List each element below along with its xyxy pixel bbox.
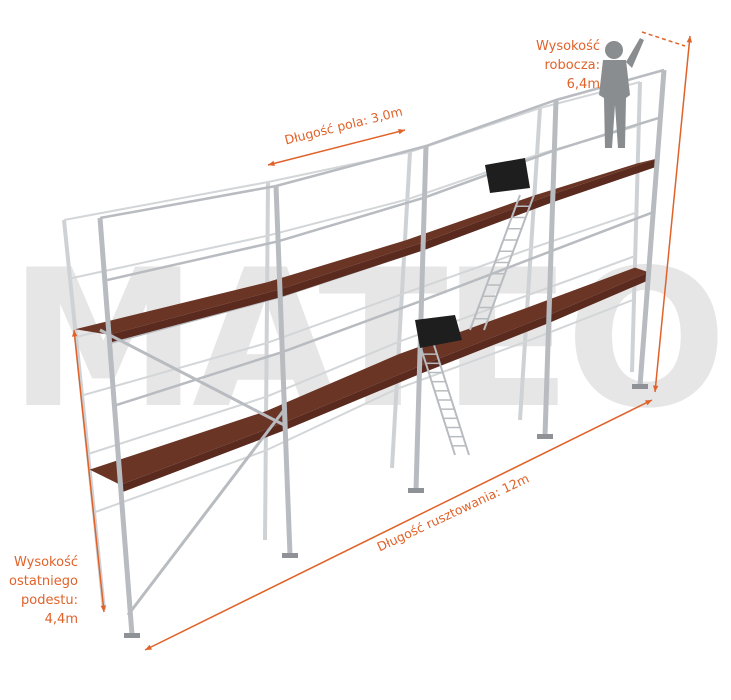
dimension-lines: [71, 31, 693, 651]
label-line: Wysokość: [536, 39, 600, 54]
base-plate: [408, 488, 424, 493]
base-plate: [282, 553, 298, 558]
arrow-head: [268, 160, 275, 167]
front-post: [542, 99, 559, 437]
back-post: [263, 181, 270, 541]
back-post: [630, 81, 642, 373]
deck-edge: [108, 158, 658, 343]
back-post: [390, 151, 412, 469]
dimension-line: [144, 399, 653, 651]
arrow-head: [686, 36, 693, 43]
front-post: [273, 185, 293, 556]
dimension-guide: [641, 31, 686, 47]
base-plate: [632, 384, 648, 389]
label-line: robocza:: [544, 58, 600, 73]
working-height-label: Wysokość robocza: 6,4m: [520, 37, 600, 94]
arrow-head: [398, 128, 405, 135]
dimension-line: [73, 329, 105, 613]
last-platform-height-label: Wysokość ostatniego podestu: 4,4m: [0, 553, 78, 629]
arrow-head: [645, 400, 652, 406]
dimension-line: [654, 35, 691, 393]
trapdoor-hatch: [485, 158, 530, 193]
deck-edge: [120, 272, 649, 493]
worker-figure: [599, 38, 644, 148]
diagonal-brace: [126, 406, 288, 616]
front-post: [97, 217, 135, 636]
label-line: podestu:: [21, 593, 78, 608]
scaffold-frame: [62, 68, 667, 638]
label-line: Wysokość: [14, 555, 78, 570]
arrow-head: [71, 330, 78, 337]
back-post: [518, 107, 542, 421]
arrow-head: [145, 644, 152, 650]
base-plate: [537, 434, 553, 439]
arrow-head: [652, 385, 659, 392]
base-plate: [124, 633, 140, 638]
back-rail: [87, 255, 636, 455]
dimension-line: [267, 129, 406, 166]
back-rail: [63, 81, 641, 221]
front-post: [637, 69, 667, 387]
label-line: 4,4m: [44, 612, 78, 627]
back-rail: [93, 298, 635, 514]
deck-platform: [75, 158, 658, 335]
trapdoor-hatch: [415, 315, 462, 348]
front-post: [413, 145, 429, 491]
label-line: ostatniego: [9, 574, 78, 589]
label-line: 6,4m: [566, 77, 600, 92]
back-rail: [81, 211, 637, 397]
deck-platform: [89, 267, 649, 485]
diagonal-brace: [99, 328, 285, 427]
arrow-head: [100, 605, 107, 612]
